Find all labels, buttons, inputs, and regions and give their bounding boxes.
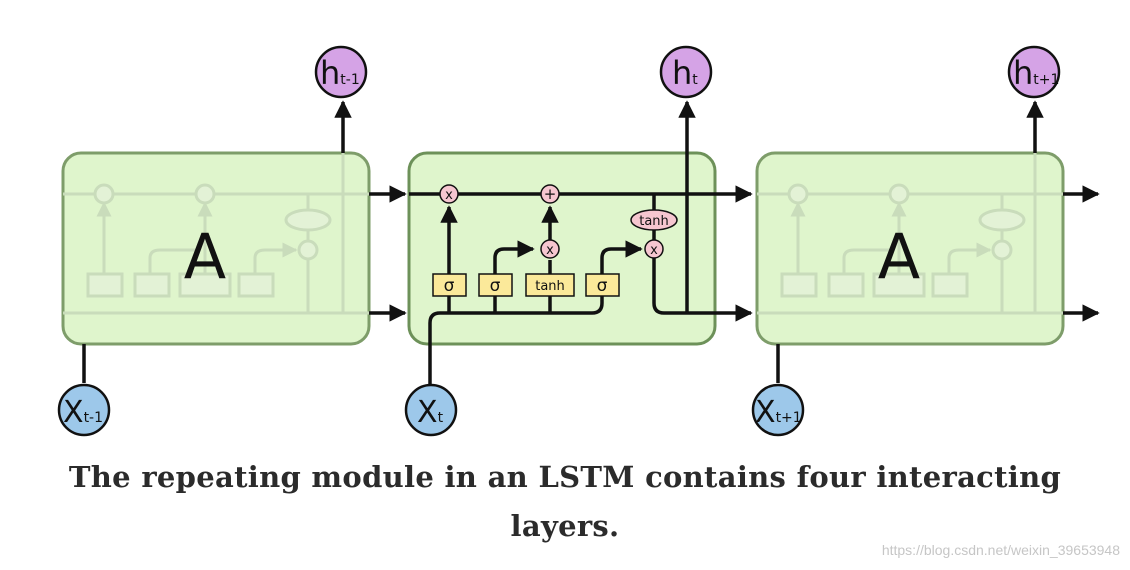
right-lstm-cell: A xyxy=(755,151,1065,346)
input-gate-label: σ xyxy=(490,276,501,296)
add-op xyxy=(540,184,560,204)
middle-cell-box xyxy=(407,151,717,346)
x-next-sub: t+1 xyxy=(776,410,802,426)
svg-text:ht-1: ht-1 xyxy=(320,54,360,92)
middle-cell-wiring xyxy=(409,100,715,385)
forget-multiply-label: x xyxy=(445,188,453,203)
svg-text:Xt: Xt xyxy=(417,395,444,430)
left-cell-label: A xyxy=(184,220,226,293)
svg-text:Xt-1: Xt-1 xyxy=(63,395,103,430)
input-multiply-label: x xyxy=(546,243,554,258)
forget-multiply-op xyxy=(439,184,459,204)
lstm-diagram: A A xyxy=(57,45,1100,437)
hidden-out-line xyxy=(652,258,715,315)
svg-text:ht+1: ht+1 xyxy=(1013,54,1059,92)
caption-line-1: The repeating module in an LSTM contains… xyxy=(68,460,1062,494)
h-next-node: ht+1 xyxy=(1007,45,1061,99)
h-next-base: h xyxy=(1013,54,1033,92)
tanh-op-label: tanh xyxy=(639,214,669,229)
input-gate-arrow xyxy=(493,240,535,274)
x-next-node: Xt+1 xyxy=(751,383,805,437)
h-curr-sub: t xyxy=(692,72,698,88)
x-prev-base: X xyxy=(63,395,84,430)
h-curr-base: h xyxy=(672,54,692,92)
watermark: https://blog.csdn.net/weixin_39653948 xyxy=(881,542,1120,558)
input-nodes: Xt-1 Xt Xt+1 xyxy=(57,383,805,437)
x-curr-base: X xyxy=(417,395,438,430)
forget-gate-layer xyxy=(432,273,467,297)
output-gate-layer xyxy=(585,273,620,297)
h-prev-base: h xyxy=(320,54,340,92)
input-merge-line xyxy=(428,296,604,385)
candidate-label: tanh xyxy=(535,279,565,294)
x-prev-sub: t-1 xyxy=(84,410,103,426)
pointwise-ops: x + x x tanh xyxy=(439,184,678,259)
output-multiply-label: x xyxy=(650,243,658,258)
h-prev-sub: t-1 xyxy=(340,72,359,88)
right-cell-faded-internals xyxy=(757,153,1063,315)
left-cell-faded-internals xyxy=(63,153,369,315)
caption-line-2: layers. xyxy=(510,509,620,543)
input-gate-layer xyxy=(478,273,513,297)
h-next-sub: t+1 xyxy=(1033,72,1059,88)
tanh-op xyxy=(630,209,678,231)
svg-text:Xt+1: Xt+1 xyxy=(755,395,802,430)
nn-layers: σ σ tanh σ xyxy=(432,273,620,297)
forget-gate-label: σ xyxy=(444,276,455,296)
input-multiply-op xyxy=(540,239,560,259)
output-nodes: ht-1 ht ht+1 xyxy=(314,45,1061,99)
h-curr-node: ht xyxy=(659,45,713,99)
add-label: + xyxy=(544,185,557,203)
output-gate-label: σ xyxy=(597,276,608,296)
left-lstm-cell: A xyxy=(61,151,371,346)
x-curr-node: Xt xyxy=(404,383,458,437)
output-multiply-op xyxy=(644,239,664,259)
external-connections xyxy=(82,100,1100,383)
x-curr-sub: t xyxy=(438,410,444,426)
x-next-base: X xyxy=(755,395,776,430)
candidate-layer xyxy=(525,273,575,297)
output-gate-arrow xyxy=(600,240,643,274)
x-prev-node: Xt-1 xyxy=(57,383,111,437)
right-cell-label: A xyxy=(878,220,920,293)
svg-text:ht: ht xyxy=(672,54,698,92)
h-prev-node: ht-1 xyxy=(314,45,368,99)
